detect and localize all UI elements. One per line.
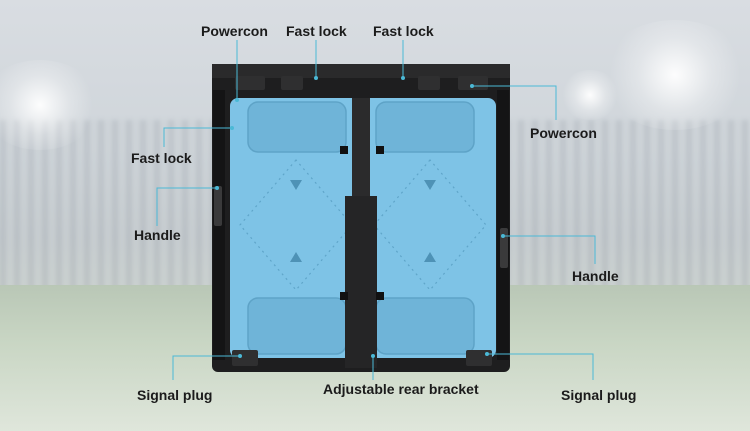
handle-left [214, 186, 222, 226]
floodlight [0, 60, 100, 150]
panel-pad [375, 101, 475, 153]
panel-pad [247, 297, 347, 355]
leader-dots [215, 76, 505, 358]
fast-lock-left-label: Fast lock [131, 150, 192, 166]
panel-pad [247, 101, 347, 153]
fast-lock-top-right-label: Fast lock [373, 23, 434, 39]
floodlight [600, 20, 750, 130]
handle-right-label: Handle [572, 268, 619, 284]
powercon-top-label: Powercon [201, 23, 268, 39]
signal-plug-right-label: Signal plug [561, 387, 637, 403]
top-connector [235, 76, 265, 90]
signal-plug-left-label: Signal plug [137, 387, 213, 403]
fast-lock-top-left-label: Fast lock [286, 23, 347, 39]
rear-bracket-top [352, 98, 370, 198]
leader-lines [156, 40, 596, 380]
top-connector [458, 76, 488, 90]
powercon-right-label: Powercon [530, 125, 597, 141]
rear-bracket [345, 196, 377, 368]
handle-right [500, 228, 508, 268]
handle-left-label: Handle [134, 227, 181, 243]
bottom-connector [232, 350, 258, 366]
top-connector [281, 76, 303, 90]
top-connector [418, 76, 440, 90]
adjustable-rear-bracket-label: Adjustable rear bracket [323, 381, 479, 397]
panel-pad [375, 297, 475, 355]
floodlight [560, 70, 620, 120]
